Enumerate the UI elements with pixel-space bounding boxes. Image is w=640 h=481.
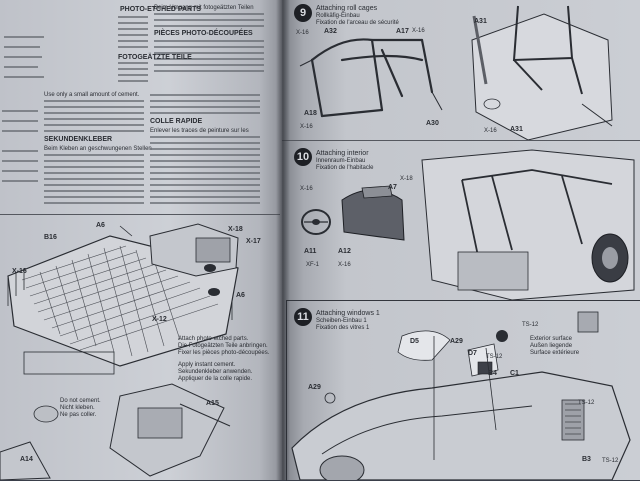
callout-x16: X-16: [12, 268, 27, 275]
text-de-2: Beim Kleben an geschwungenen Stellen: [44, 146, 152, 152]
part-b3: B3: [582, 456, 591, 463]
step-10-title-de: Innenraum-Einbau: [316, 158, 366, 164]
heading-fotogeaetzte: FOTOGEÄTZTE TEILE: [118, 54, 192, 61]
step-11-title-en: Attaching windows 1: [316, 310, 380, 317]
part-x16-b: X-16: [412, 28, 425, 34]
part-a30: A30: [426, 120, 439, 127]
divider: [0, 214, 280, 215]
note-nicht-kleben: Nicht kleben.: [60, 405, 95, 411]
part-x16-c: X-16: [300, 124, 313, 130]
part-a18: A18: [304, 110, 317, 117]
divider-9-10: [282, 140, 640, 141]
manual-right-page: 9 Attaching roll cages Rollkäfig-Einbau …: [282, 0, 640, 481]
part-a17: A17: [396, 28, 409, 35]
part-a11: A11: [304, 248, 317, 255]
ts12-d: TS-12: [522, 322, 539, 328]
callout-b16: B16: [44, 234, 57, 241]
ts12-b: TS-12: [578, 400, 595, 406]
step-9-badge: 9: [294, 4, 312, 22]
callout-a6-mid: A6: [236, 292, 245, 299]
legend-exterior-en: Exterior surface: [530, 336, 573, 342]
part-c1: C1: [510, 370, 519, 377]
callout-a6-top: A6: [96, 222, 105, 229]
heading-photo-etched: PHOTO-ETCHED PARTS: [120, 6, 202, 13]
ts12-c: TS-12: [602, 458, 619, 464]
note-sekunden: Sekundenkleber anwenden.: [178, 369, 253, 375]
heading-pieces-photo: PIÈCES PHOTO-DÉCOUPÉES: [154, 30, 253, 37]
note-ne-pas-coller: Ne pas coller.: [60, 412, 97, 418]
step-11-title-de: Scheiben-Einbau 1: [316, 318, 367, 324]
part-a31-bottom: A31: [510, 126, 523, 133]
note-die-foto: Die Fotogeätzten Teile anbringen.: [178, 343, 268, 349]
interior-drawing: [301, 149, 635, 301]
legend-exterior-fr: Surface extérieure: [530, 350, 580, 356]
ts12-a: TS-12: [486, 354, 503, 360]
step-9-title-de: Rollkäfig-Einbau: [316, 13, 360, 19]
part-d5: D5: [410, 338, 419, 345]
step-11-title-fr: Fixation des vitres 1: [316, 325, 370, 331]
part-a29-circled: A29: [308, 384, 321, 391]
part-x16-d: X-16: [484, 128, 497, 134]
note-apply-cement: Apply instant cement.: [178, 362, 236, 368]
step-9-title-fr: Fixation de l'arceau de sécurité: [316, 20, 399, 26]
floor-pan-drawing: [0, 223, 239, 480]
part-x18: X-18: [400, 176, 413, 182]
callout-x12: X-12: [152, 316, 167, 323]
roll-cage-drawing: [299, 5, 613, 141]
manual-left-page: PHOTO-ETCHED PARTS Beim Umgang mit fotog…: [0, 0, 282, 480]
callout-a15: A15: [206, 400, 219, 407]
callout-x17: X-17: [246, 238, 261, 245]
step-10-badge: 10: [294, 148, 312, 166]
callout-x18: X-18: [228, 226, 243, 233]
step-9-title-en: Attaching roll cages: [316, 5, 378, 12]
windows-drawing: [291, 311, 631, 480]
part-b4: B4: [488, 370, 497, 377]
note-attach-photo: Attach photo-etched parts.: [178, 336, 249, 342]
note-appliquer: Appliquer de la colle rapide.: [178, 376, 253, 382]
part-x16-a: X-16: [296, 30, 309, 36]
text-en-1: Use only a small amount of cement.: [44, 92, 140, 98]
part-xf1: XF-1: [306, 262, 320, 268]
part-a31-top: A31: [474, 18, 487, 25]
step-10-title-en: Attaching interior: [316, 150, 369, 157]
part-a29: A29: [450, 338, 463, 345]
part-x16-e: X-16: [300, 186, 313, 192]
note-do-not-cement: Do not cement.: [60, 398, 101, 404]
text-de-1: Beim Umgang mit fotogeätzten Teilen: [154, 5, 254, 11]
text-fr-1: Enlever les traces de peinture sur les: [150, 128, 249, 134]
step-10-title-fr: Fixation de l'habitacle: [316, 165, 374, 171]
part-d7: D7: [468, 350, 477, 357]
note-fixer: Fixer les pièces photo-découpées.: [178, 350, 270, 356]
part-a12: A12: [338, 248, 351, 255]
callout-a14: A14: [20, 456, 33, 463]
heading-colle-rapide: COLLE RAPIDE: [150, 118, 203, 125]
legend-exterior-de: Außen liegende: [530, 343, 573, 349]
part-a32: A32: [324, 28, 337, 35]
heading-sekundenkleber: SEKUNDENKLEBER: [44, 136, 113, 143]
step-11-badge: 11: [294, 308, 312, 326]
part-x16-f: X-16: [338, 262, 351, 268]
part-a7: A7: [388, 184, 397, 191]
book-gutter-shadow: [276, 0, 290, 480]
